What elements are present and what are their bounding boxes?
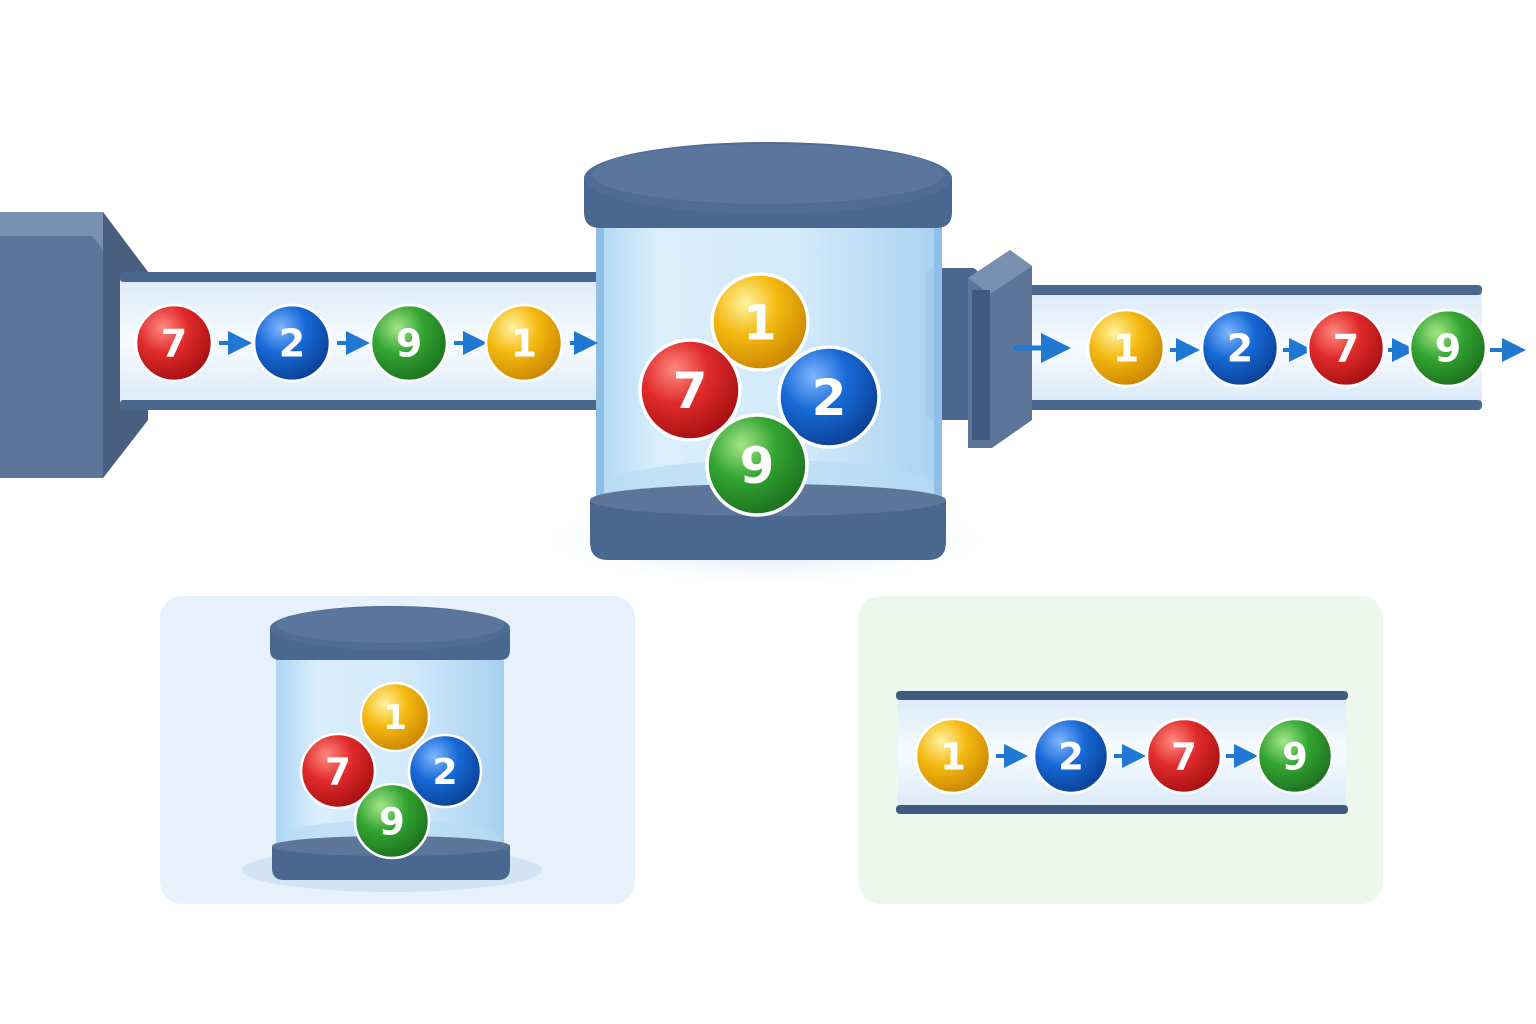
- number-ball-blue: 2: [252, 303, 332, 383]
- ball-circle: [353, 782, 431, 860]
- ball-circle: [777, 345, 881, 449]
- ball-circle: [1145, 717, 1223, 795]
- ball-circle: [299, 732, 377, 810]
- number-ball-yellow: 1: [710, 272, 810, 372]
- ball-number-label: 1: [743, 295, 776, 351]
- ball-circle: [134, 303, 214, 383]
- number-ball-yellow: 1: [1086, 308, 1166, 388]
- ball-number-label: 7: [325, 750, 351, 793]
- ball-number-label: 2: [1227, 327, 1253, 371]
- ball-number-label: 7: [1171, 735, 1197, 778]
- ball-number-label: 2: [1058, 735, 1084, 778]
- output-arrows: [1014, 333, 1526, 363]
- number-ball-red: 7: [638, 338, 742, 442]
- number-ball-yellow: 1: [914, 717, 992, 795]
- ball-number-label: 2: [432, 752, 457, 793]
- ball-circle: [638, 338, 742, 442]
- ball-circle: [705, 413, 809, 517]
- number-ball-yellow: 1: [484, 303, 564, 383]
- ball-circle: [710, 272, 810, 372]
- number-ball-yellow: 1: [359, 681, 431, 753]
- ball-number-label: 7: [673, 362, 708, 420]
- ball-circle: [1408, 308, 1488, 388]
- number-ball-green: 9: [369, 303, 449, 383]
- ball-number-label: 7: [161, 322, 187, 366]
- ball-circle: [1032, 717, 1110, 795]
- number-ball-red: 7: [1306, 308, 1386, 388]
- ball-circle: [407, 733, 483, 809]
- number-ball-green: 9: [1408, 308, 1488, 388]
- ball-number-label: 1: [940, 735, 966, 778]
- ball-number-label: 9: [1435, 327, 1461, 371]
- number-ball-blue: 2: [407, 733, 483, 809]
- number-ball-blue: 2: [1032, 717, 1110, 795]
- ball-number-label: 9: [396, 322, 422, 366]
- output-ball-sequence: 1 2 7 9: [1086, 308, 1488, 388]
- input-ball-sequence: 7 2 9 1: [134, 303, 564, 383]
- number-ball-green: 9: [705, 413, 809, 517]
- ball-circle: [359, 681, 431, 753]
- ball-number-label: 9: [379, 800, 405, 843]
- ball-number-label: 2: [812, 369, 847, 427]
- ball-number-label: 9: [740, 437, 775, 495]
- ball-number-label: 9: [1282, 735, 1308, 778]
- ball-circle: [914, 717, 992, 795]
- number-ball-red: 7: [1145, 717, 1223, 795]
- legend-stream-ball-sequence: 1 2 7 9: [914, 717, 1334, 795]
- ball-circle: [369, 303, 449, 383]
- ball-number-label: 1: [511, 322, 537, 366]
- number-ball-red: 7: [134, 303, 214, 383]
- ball-circle: [1086, 308, 1166, 388]
- number-ball-green: 9: [1256, 717, 1334, 795]
- ball-number-label: 7: [1333, 327, 1359, 371]
- ball-number-label: 1: [383, 698, 407, 738]
- ball-circle: [252, 303, 332, 383]
- ball-number-label: 1: [1113, 327, 1139, 371]
- ball-circle: [1200, 308, 1280, 388]
- number-ball-green: 9: [353, 782, 431, 860]
- number-ball-red: 7: [299, 732, 377, 810]
- ball-circle: [484, 303, 564, 383]
- ball-number-label: 2: [279, 322, 305, 366]
- number-ball-blue: 2: [1200, 308, 1280, 388]
- ball-circle: [1256, 717, 1334, 795]
- number-ball-blue: 2: [777, 345, 881, 449]
- ball-circle: [1306, 308, 1386, 388]
